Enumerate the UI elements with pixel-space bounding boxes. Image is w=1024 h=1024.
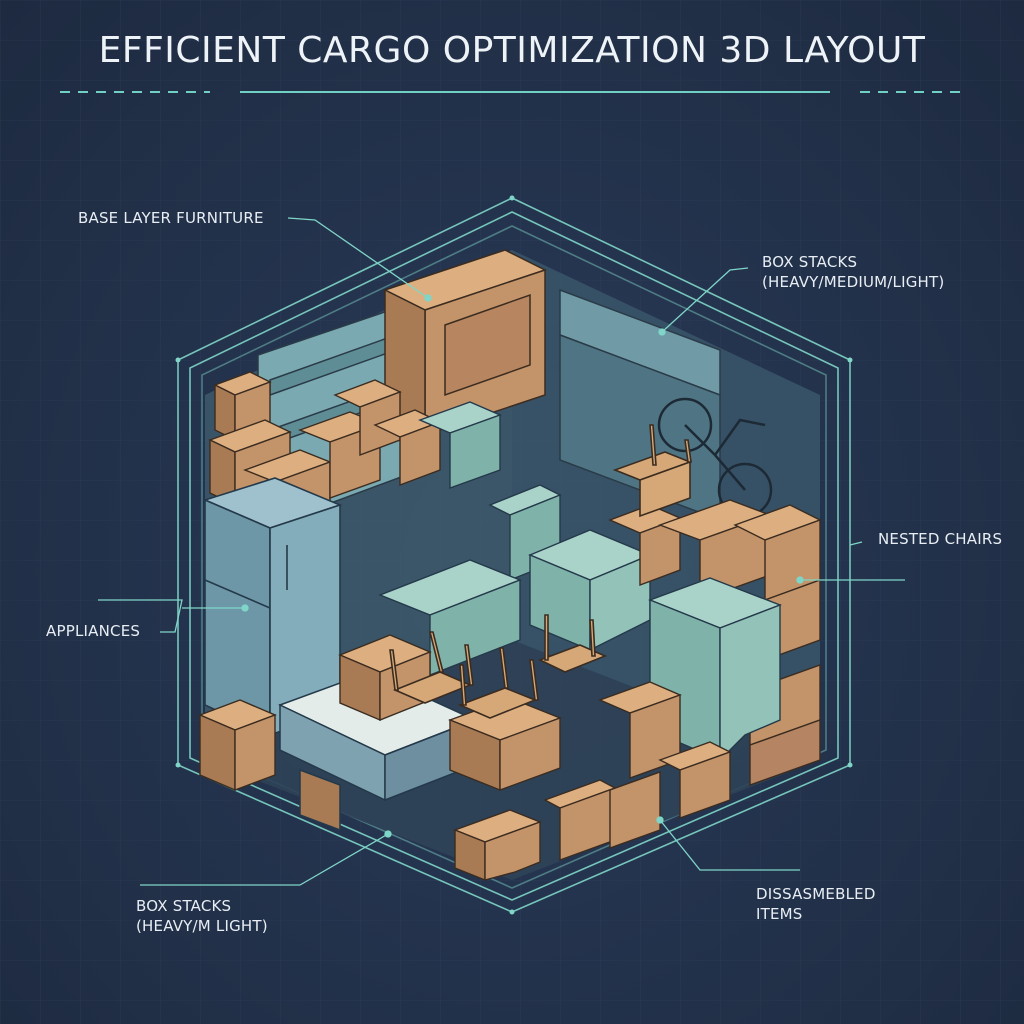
front-box-stack (198, 634, 732, 882)
label-box-stacks-bottom-line2: (HEAVY/M LIGHT) (136, 917, 268, 935)
refrigerator (202, 477, 343, 737)
page-title: EFFICIENT CARGO OPTIMIZATION 3D LAYOUT (98, 30, 926, 71)
label-disassembled-items: DISSASMEBLED ITEMS (756, 884, 876, 924)
label-base-layer-furniture: BASE LAYER FURNITURE (78, 209, 264, 227)
label-disassembled-line2: ITEMS (756, 905, 803, 923)
outline-nodes (175, 195, 853, 915)
label-nested-chairs: NESTED CHAIRS (878, 530, 1003, 548)
label-box-stacks-bottom: BOX STACKS (HEAVY/M LIGHT) (136, 896, 268, 936)
label-box-stacks-top: BOX STACKS (HEAVY/MEDIUM/LIGHT) (762, 252, 944, 292)
label-disassembled-line1: DISSASMEBLED (756, 885, 876, 903)
label-appliances: APPLIANCES (46, 622, 141, 640)
label-box-stacks-bottom-line1: BOX STACKS (136, 897, 232, 915)
nested-chairs (389, 424, 693, 719)
leader-lines (98, 217, 905, 886)
label-box-stacks-top-line1: BOX STACKS (762, 253, 858, 271)
center-cabinets (378, 401, 652, 677)
wardrobe-top (383, 249, 547, 437)
label-box-stacks-top-line2: (HEAVY/MEDIUM/LIGHT) (762, 273, 945, 291)
bicycle (657, 397, 773, 518)
